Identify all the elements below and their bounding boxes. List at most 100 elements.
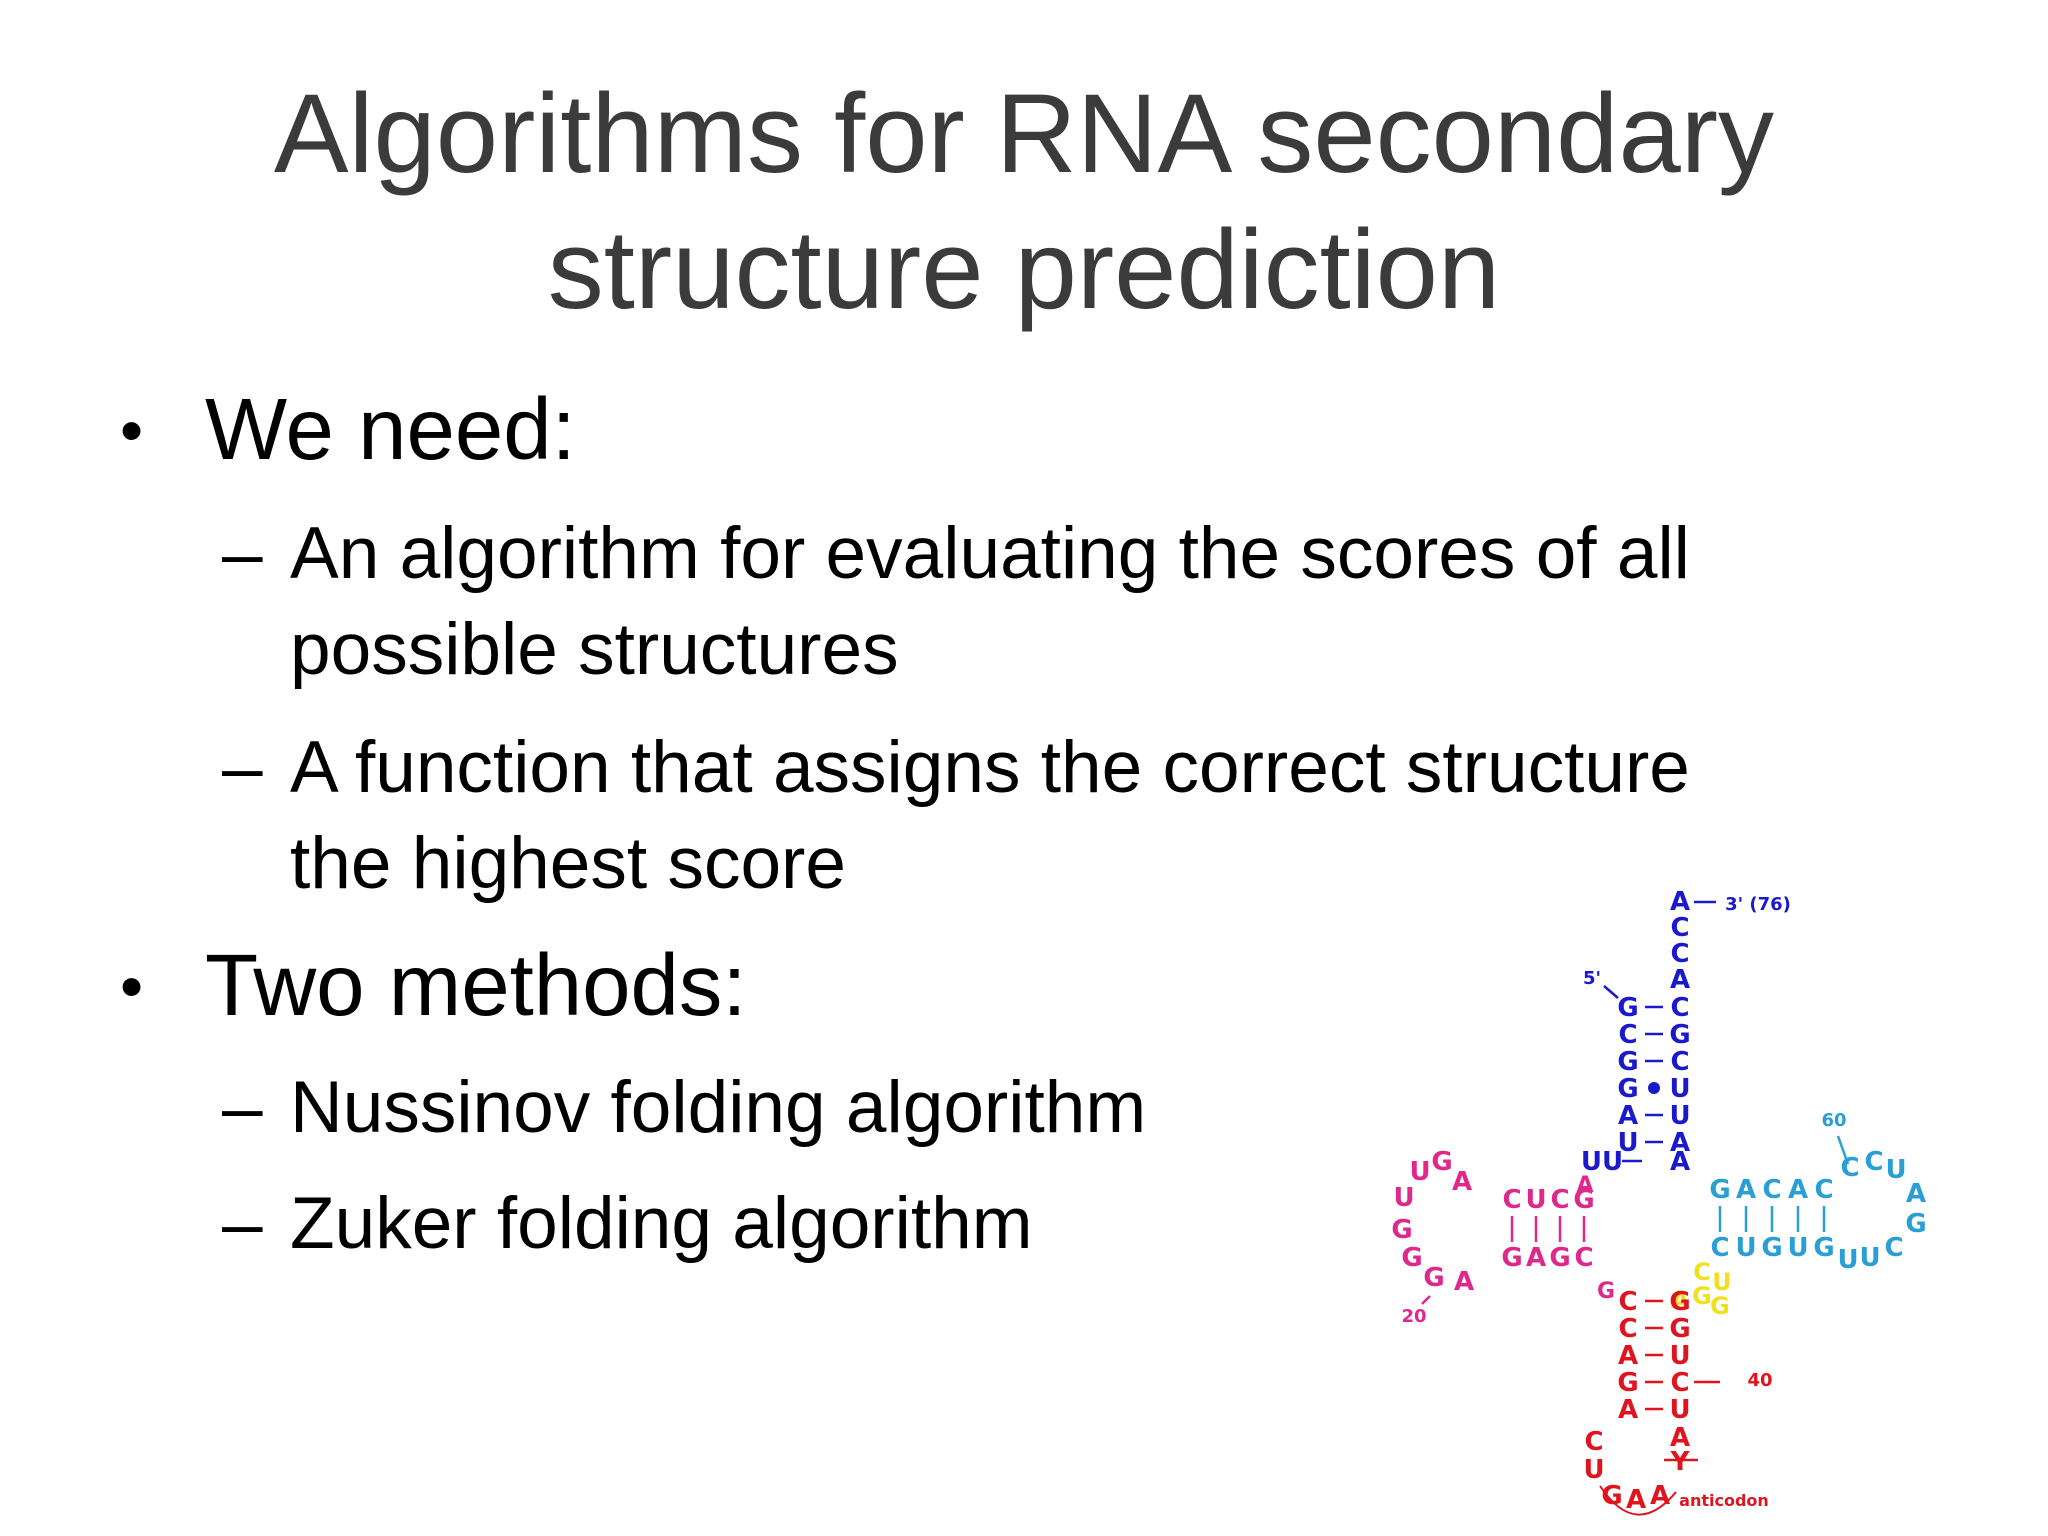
nucleotide: G [1617, 1368, 1638, 1398]
nucleotide: G [1692, 1282, 1712, 1310]
nucleotide: C [1762, 1175, 1781, 1205]
nucleotide: A [1670, 887, 1690, 917]
nucleotide: U [1837, 1245, 1858, 1275]
nucleotide: G [1617, 993, 1638, 1023]
anticodon-label: anticodon [1679, 1491, 1769, 1510]
nucleotide: C [1710, 1233, 1729, 1263]
sub-dash: – [222, 727, 263, 808]
position-20-tick [1421, 1295, 1431, 1305]
nucleotide: C [1618, 1287, 1637, 1317]
nucleotide: G [1905, 1209, 1926, 1239]
anticodon-loop-arc [1599, 1485, 1677, 1516]
three-prime-label: 3' (76) [1725, 894, 1791, 915]
nucleotide: A [1670, 1128, 1690, 1158]
title-line-1: Algorithms for RNA secondary [273, 71, 1775, 196]
nucleotide: G [1617, 1074, 1638, 1104]
sub-text-line-1: Zuker folding algorithm [290, 1183, 1033, 1264]
nucleotide: C [1550, 1185, 1569, 1215]
nucleotide: U [1393, 1183, 1414, 1213]
nucleotide: Y [1670, 1447, 1691, 1477]
sub-dash: – [222, 1183, 263, 1264]
nucleotide: C [1884, 1233, 1903, 1263]
nucleotide: C [1670, 993, 1689, 1023]
nucleotide: C [1670, 939, 1689, 969]
nucleotide: G [1431, 1147, 1452, 1177]
sub-text-line-2: the highest score [290, 823, 846, 904]
nucleotide: A [1452, 1167, 1472, 1197]
nucleotide: U [1859, 1243, 1880, 1273]
nucleotide-g26: G [1597, 1279, 1615, 1304]
slide-title: Algorithms for RNA secondary structure p… [0, 66, 2048, 338]
sub-text-line-1: Nussinov folding algorithm [290, 1067, 1147, 1148]
sub-text: Zuker folding algorithm [290, 1176, 1890, 1272]
nucleotide: U [1669, 1101, 1690, 1131]
nucleotide-a14: A [1576, 1173, 1593, 1198]
nucleotide: U [1617, 1128, 1638, 1158]
bullet-dot: • [120, 393, 144, 467]
nucleotide: U [1525, 1185, 1546, 1215]
five-prime-label: 5' [1583, 968, 1601, 989]
nucleotide: G [1669, 1020, 1690, 1050]
nucleotide: A [1618, 1101, 1638, 1131]
bullet-dot: • [120, 949, 144, 1023]
nucleotide: C [1618, 1314, 1637, 1344]
nucleotide: G [1617, 1047, 1638, 1077]
nucleotide: G [1549, 1243, 1570, 1273]
nucleotide: A [1906, 1179, 1926, 1209]
nucleotide: A [1670, 965, 1690, 995]
sub-text-line-1: An algorithm for evaluating the scores o… [290, 513, 1690, 594]
nucleotide: U [1669, 1341, 1690, 1371]
sub-text-line-2: possible structures [290, 609, 899, 690]
nucleotide: G [1573, 1185, 1594, 1215]
nucleotide: A [1670, 1423, 1690, 1453]
nucleotide: C [1693, 1258, 1711, 1286]
nucleotide: A [1736, 1175, 1756, 1205]
gu-wobble-dot [1648, 1082, 1660, 1094]
bullet-text: We need: [205, 381, 576, 478]
sub-dash: – [222, 1067, 263, 1148]
nucleotide: C [1670, 913, 1689, 943]
nucleotide: U [1669, 1395, 1690, 1425]
nucleotide: U [1409, 1157, 1430, 1187]
nucleotide: G [1813, 1233, 1834, 1263]
nucleotide: G [1761, 1233, 1782, 1263]
position-60-tick [1836, 1135, 1850, 1165]
nucleotide: U [1735, 1233, 1756, 1263]
nucleotide: A [1526, 1243, 1546, 1273]
nucleotide: U [1885, 1155, 1906, 1185]
junction-uu: UU [1581, 1147, 1623, 1177]
nucleotide: A [1454, 1267, 1474, 1297]
bullet-text: Two methods: [205, 937, 747, 1034]
nucleotide: A [1670, 1147, 1690, 1177]
nucleotide: U [1583, 1455, 1604, 1485]
nucleotide: G [1710, 1292, 1730, 1320]
nucleotide: C [1840, 1153, 1859, 1183]
sub-text: An algorithm for evaluating the scores o… [290, 506, 1890, 698]
nucleotide: G [1669, 1314, 1690, 1344]
five-prime-tick [1603, 985, 1619, 999]
nucleotide: G [1391, 1215, 1412, 1245]
nucleotide: A [1618, 1341, 1638, 1371]
nucleotide: G [1709, 1175, 1730, 1205]
nucleotide: C [1814, 1175, 1833, 1205]
nucleotide: C [1502, 1185, 1521, 1215]
nucleotide: A [1618, 1395, 1638, 1425]
nucleotide: U [1712, 1268, 1732, 1296]
nucleotide: C [1670, 1047, 1689, 1077]
nucleotide: U [1787, 1233, 1808, 1263]
nucleotide: A [1626, 1485, 1646, 1515]
position-20-label: 20 [1401, 1306, 1426, 1327]
nucleotide: C [1584, 1427, 1603, 1457]
nucleotide: G [1401, 1243, 1422, 1273]
nucleotide: G [1669, 1287, 1690, 1317]
sub-text: A function that assigns the correct stru… [290, 720, 1890, 912]
nucleotide: G [1423, 1263, 1444, 1293]
position-40-label: 40 [1747, 1370, 1772, 1391]
nucleotide: C [1670, 1368, 1689, 1398]
nucleotide: U [1669, 1074, 1690, 1104]
sub-text-line-1: A function that assigns the correct stru… [290, 727, 1690, 808]
nucleotide: C [1864, 1147, 1883, 1177]
nucleotide: G [1601, 1481, 1622, 1511]
